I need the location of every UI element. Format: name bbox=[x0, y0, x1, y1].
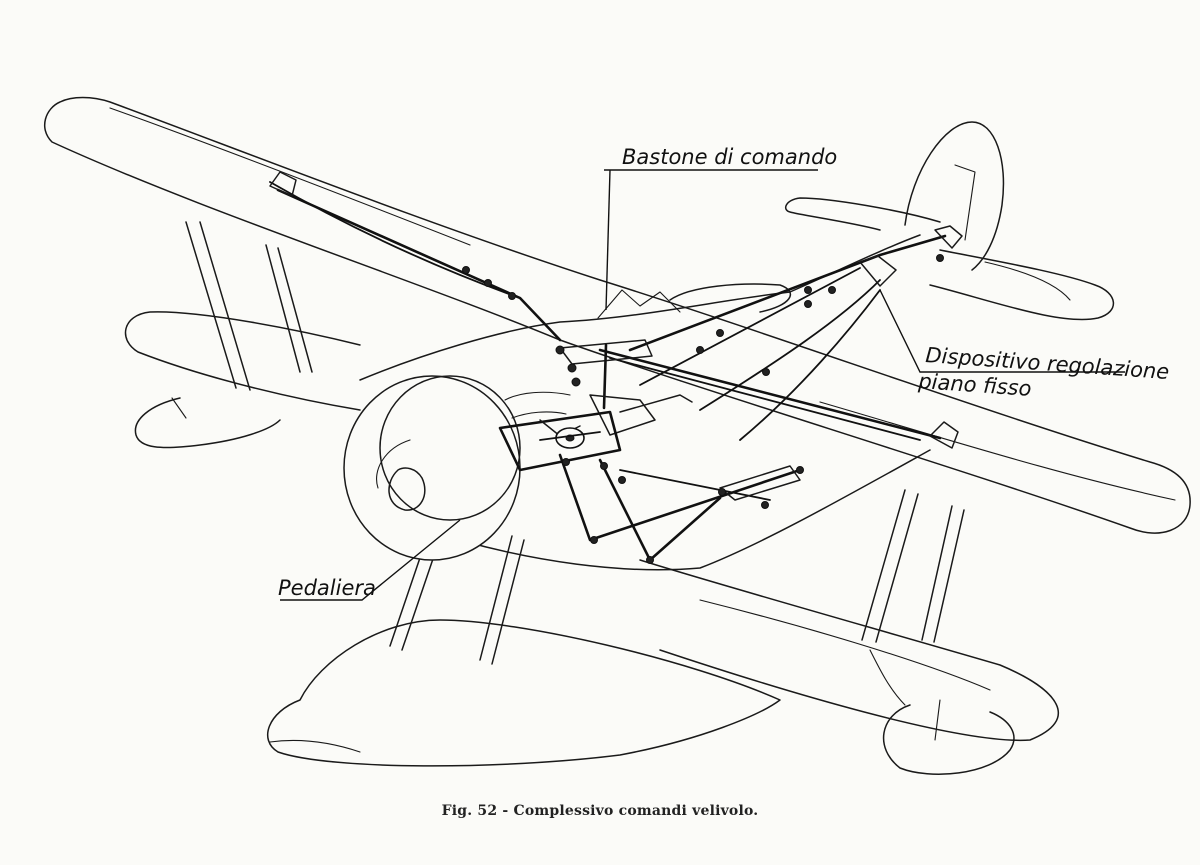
fuselage-and-lower-wing bbox=[124, 234, 1060, 742]
wing-struts bbox=[185, 221, 965, 643]
floats bbox=[134, 397, 1015, 775]
tail-unit bbox=[784, 121, 1115, 321]
figure-caption: Fig. 52 - Complessivo comandi velivolo. bbox=[441, 803, 759, 819]
engine-cowling bbox=[343, 375, 571, 561]
adjuster-label-underline bbox=[879, 289, 1125, 373]
pedals-label: Pedaliera bbox=[278, 576, 376, 600]
upper-wing bbox=[43, 96, 1191, 534]
leader-lines bbox=[280, 169, 1125, 601]
cockpit-controls bbox=[498, 339, 693, 472]
stick-label: Bastone di comando bbox=[622, 145, 837, 169]
control-cables bbox=[269, 171, 963, 562]
adjuster-label-line2: piano fisso bbox=[917, 369, 1033, 401]
pedals-label-underline bbox=[280, 519, 461, 601]
cable-pulleys bbox=[462, 254, 944, 564]
